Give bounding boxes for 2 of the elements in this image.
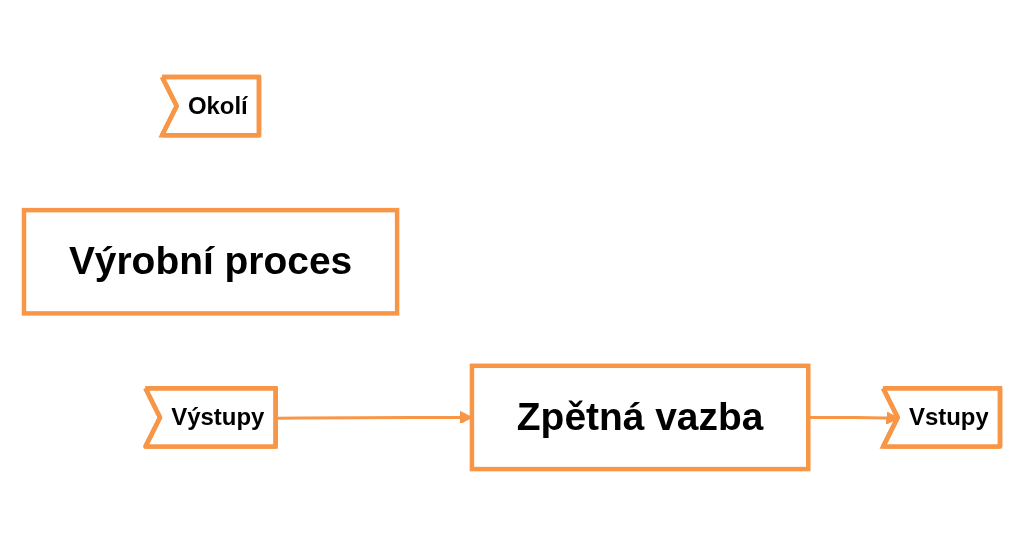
node-box: Výrobní proces: [21, 207, 400, 316]
node-box: Zpětná vazba: [469, 363, 811, 471]
